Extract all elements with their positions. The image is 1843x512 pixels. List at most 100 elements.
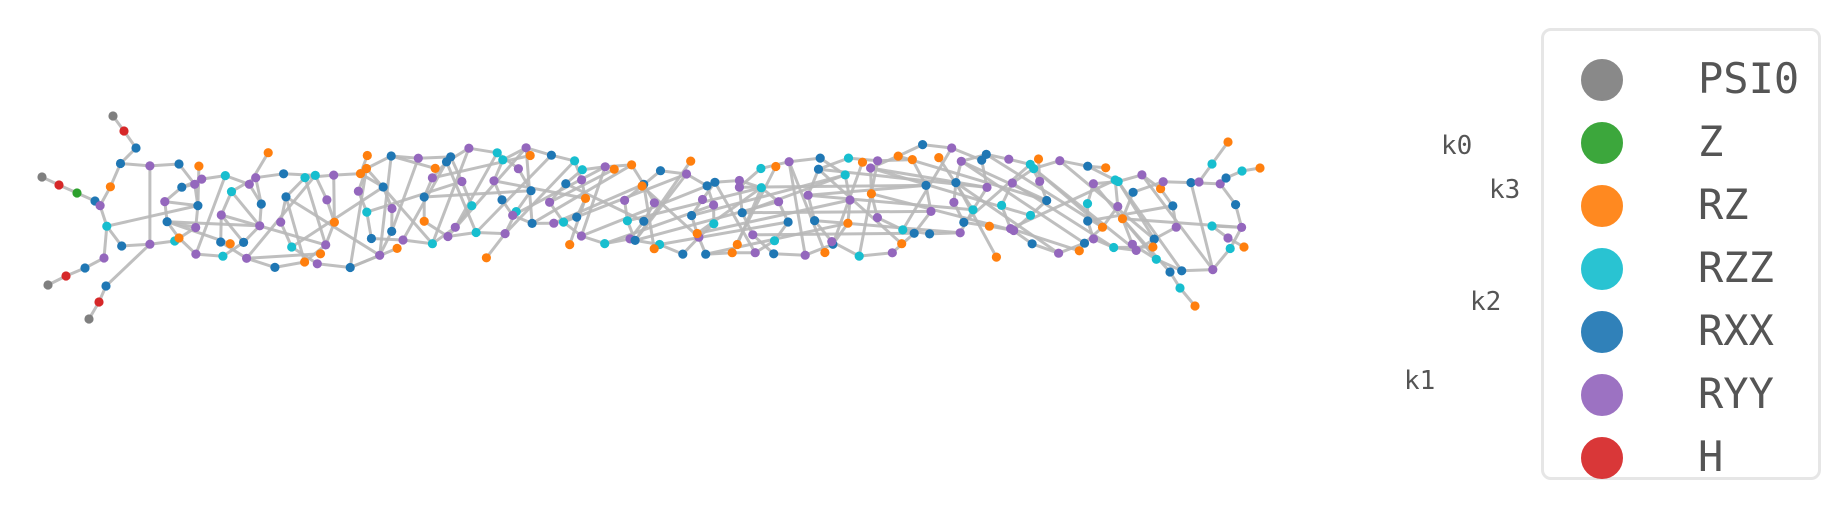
network-edge <box>366 180 463 214</box>
gate-node-rz <box>857 157 868 167</box>
gate-node-rz <box>355 169 366 179</box>
network-edge <box>1189 182 1215 270</box>
gate-node-rz <box>732 239 742 250</box>
network-edge <box>814 219 961 235</box>
gate-node-ryy <box>866 163 876 173</box>
network-edge <box>730 165 778 254</box>
gate-node-ryy <box>1088 179 1098 189</box>
output-node-rzz <box>1237 166 1247 176</box>
network-edge <box>897 154 1048 202</box>
input-node-rxx <box>101 281 111 291</box>
gate-node-ryy <box>244 179 254 189</box>
network-edge <box>955 181 1060 255</box>
legend-marker-rz <box>1581 185 1623 227</box>
gate-node-ryy <box>681 169 692 179</box>
gate-node-rzz <box>471 227 481 238</box>
network-edge <box>348 168 368 268</box>
gate-node-rxx <box>162 217 172 227</box>
network-edge <box>317 262 351 269</box>
network-edge <box>1087 164 1116 182</box>
gate-node-ryy <box>803 190 813 200</box>
gate-node-rxx <box>281 192 291 202</box>
legend-marker-h <box>1581 437 1623 479</box>
gate-node-ryy <box>982 182 992 192</box>
gate-node-rxx <box>1027 239 1037 249</box>
gate-node-ryy <box>1113 201 1123 212</box>
gate-node-rxx <box>655 166 666 176</box>
gate-node-rxx <box>1042 195 1052 206</box>
network-edge <box>1121 217 1172 273</box>
gate-node-rzz <box>1082 199 1093 209</box>
gate-node-rzz <box>1025 210 1036 220</box>
gate-node-ryy <box>600 162 610 172</box>
gate-node-ryy <box>1215 179 1225 189</box>
network-edge <box>476 231 506 236</box>
network-edge <box>1010 227 1080 253</box>
gate-node-rxx <box>702 181 712 191</box>
gate-node-rxx <box>1128 187 1138 197</box>
network-edge <box>739 183 927 189</box>
gate-node-rz <box>820 247 830 258</box>
network-edge <box>378 155 393 256</box>
network-edge <box>531 163 633 225</box>
network-edge <box>104 243 151 288</box>
input-node-psi0 <box>43 280 53 290</box>
network-edge <box>659 220 789 246</box>
network-edge <box>807 193 974 212</box>
legend-entry-rz: RZ <box>1544 175 1818 239</box>
network-nodes <box>37 111 1265 324</box>
gate-node-rzz <box>300 173 310 183</box>
gate-node-ryy <box>1127 239 1137 249</box>
network-edge <box>960 160 1086 245</box>
network-edge <box>430 147 471 245</box>
gate-node-ryy <box>457 176 467 187</box>
input-node-rxx <box>80 263 90 273</box>
gate-node-rzz <box>968 205 978 215</box>
legend-entry-rzz: RZZ <box>1544 238 1818 302</box>
gate-node-rxx <box>193 201 203 211</box>
legend-label-ryy: RYY <box>1698 369 1774 418</box>
output-node-ryy <box>1194 177 1204 187</box>
gate-node-rz <box>1148 242 1158 252</box>
legend-marker-rxx <box>1581 311 1623 353</box>
network-edge <box>713 181 757 254</box>
gate-node-rz <box>866 189 877 199</box>
network-edge <box>1181 268 1213 273</box>
gate-node-rzz <box>498 155 508 165</box>
gate-node-rxx <box>239 237 249 247</box>
input-node-h <box>119 126 129 136</box>
gate-node-rzz <box>577 165 587 175</box>
network-edge <box>164 200 199 208</box>
network-edge <box>1140 174 1215 271</box>
gate-node-ryy <box>197 174 207 184</box>
gate-node-ryy <box>521 143 531 153</box>
gate-node-ryy <box>750 248 760 258</box>
legend-label-rxx: RXX <box>1698 306 1774 355</box>
legend: PSI0 Z RZ RZZ RXX RYY H <box>1541 28 1821 481</box>
gate-node-rz <box>934 153 944 163</box>
gate-node-rzz <box>310 170 320 180</box>
output-label-k0: k0 <box>1441 131 1472 161</box>
network-edge <box>524 147 534 224</box>
legend-label-rz: RZ <box>1698 180 1749 229</box>
gate-node-rxx <box>527 218 537 228</box>
gate-node-rxx <box>117 241 127 251</box>
network-edge <box>817 168 903 245</box>
gate-node-ryy <box>191 222 201 233</box>
gate-node-ryy <box>709 200 719 210</box>
gate-node-rz <box>907 155 917 165</box>
gate-node-rzz <box>997 200 1007 210</box>
gate-node-rxx <box>1186 178 1196 188</box>
gate-node-ryy <box>873 156 883 166</box>
gate-node-ryy <box>255 221 265 231</box>
gate-node-rxx <box>639 216 649 226</box>
legend-entry-z: Z <box>1544 112 1818 176</box>
network-edge <box>1132 180 1164 194</box>
gate-node-rzz <box>1113 176 1123 187</box>
gate-node-rxx <box>174 159 184 169</box>
input-node-ryy <box>99 253 109 263</box>
network-edge <box>579 166 607 237</box>
gate-node-ryy <box>353 186 363 196</box>
gate-node-rzz <box>756 163 766 174</box>
network-edge <box>485 232 507 259</box>
